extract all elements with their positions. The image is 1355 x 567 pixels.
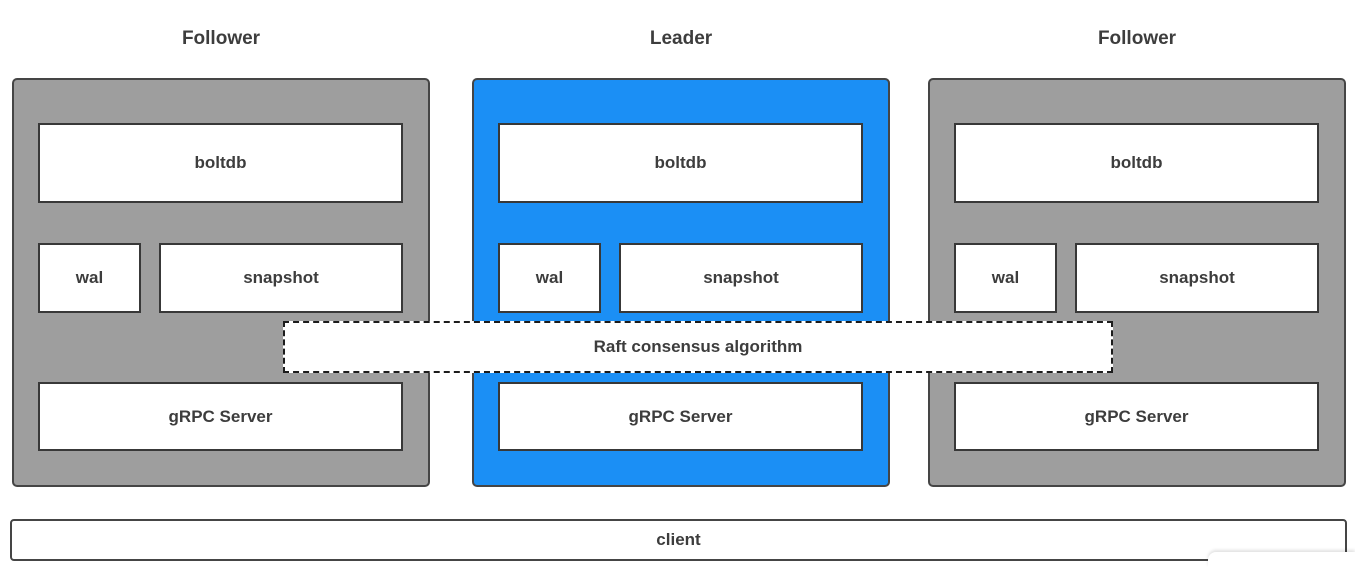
snapshot-box: snapshot: [1075, 243, 1319, 313]
raft-consensus-box: Raft consensus algorithm: [283, 321, 1113, 373]
wal-box: wal: [498, 243, 601, 313]
boltdb-box: boltdb: [498, 123, 863, 203]
wal-box: wal: [38, 243, 141, 313]
boltdb-box: boltdb: [38, 123, 403, 203]
wal-box: wal: [954, 243, 1057, 313]
grpc-server-box: gRPC Server: [38, 382, 403, 451]
node-follower-right: boltdb wal snapshot gRPC Server: [928, 78, 1346, 487]
client-box: client: [10, 519, 1347, 561]
node-follower-left: boltdb wal snapshot gRPC Server: [12, 78, 430, 487]
grpc-server-box: gRPC Server: [498, 382, 863, 451]
node-title-leader: Leader: [649, 28, 713, 49]
corner-overlay: [1208, 552, 1355, 567]
node-title-follower-right: Follower: [1097, 28, 1177, 49]
snapshot-box: snapshot: [159, 243, 403, 313]
node-title-follower-left: Follower: [181, 28, 261, 49]
boltdb-box: boltdb: [954, 123, 1319, 203]
snapshot-box: snapshot: [619, 243, 863, 313]
grpc-server-box: gRPC Server: [954, 382, 1319, 451]
node-leader: boltdb wal snapshot gRPC Server: [472, 78, 890, 487]
